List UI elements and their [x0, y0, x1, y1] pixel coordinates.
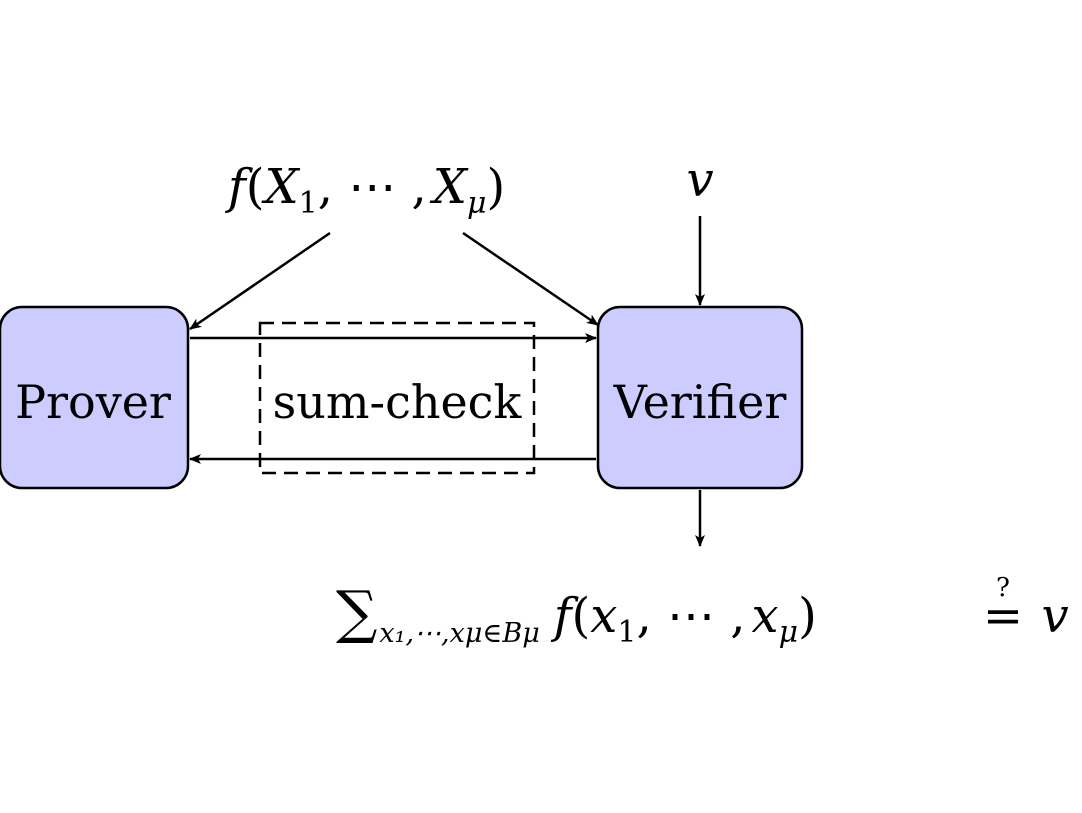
polynomial-to-prover-arrow — [189, 231, 331, 331]
verifier-label: Verifier — [613, 375, 787, 429]
rhs-value: v — [1041, 588, 1068, 644]
polynomial-label: f(X1, ⋯ ,Xμ) — [225, 159, 505, 221]
equals-sign: = — [983, 588, 1023, 644]
claimed-value-label: v — [686, 152, 713, 208]
sum-check-label: sum-check — [273, 375, 523, 429]
prover-label: Prover — [15, 375, 171, 429]
prover-box — [0, 305, 190, 490]
sum-check-box — [258, 321, 536, 475]
verifier-box — [596, 305, 804, 490]
polynomial-to-verifier-arrow — [462, 231, 599, 327]
question-mark: ? — [996, 573, 1010, 603]
